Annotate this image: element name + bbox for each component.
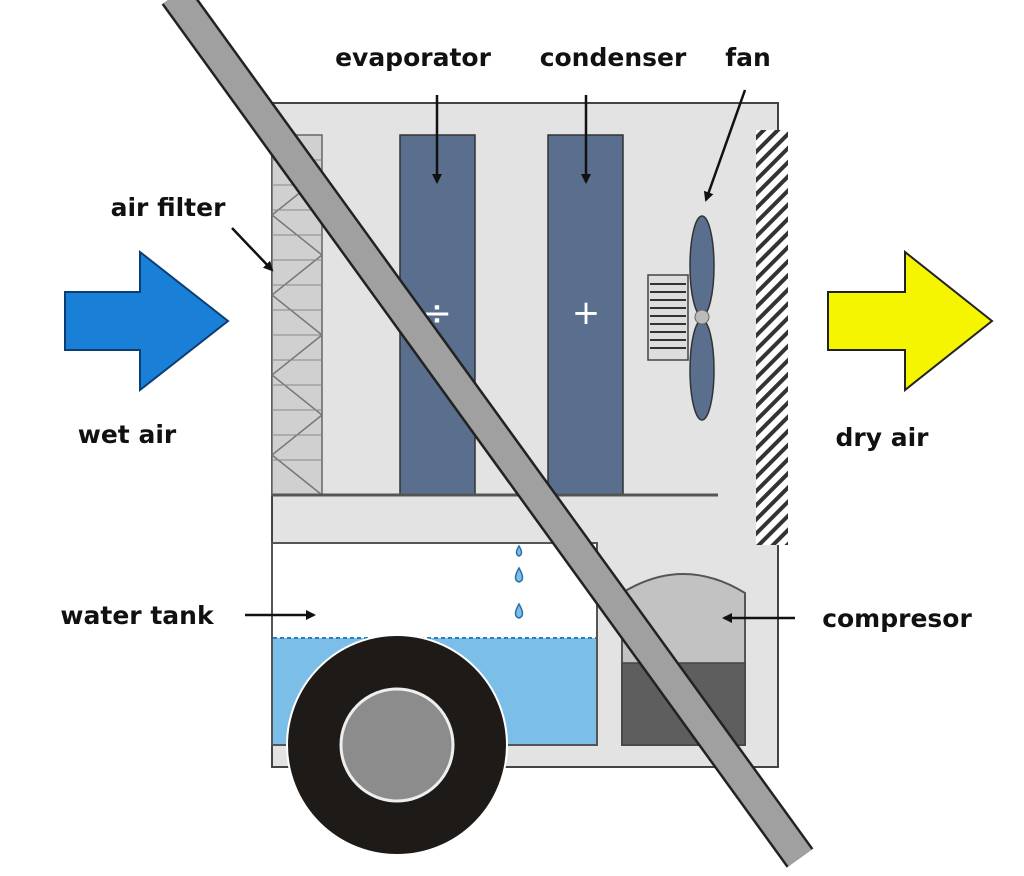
exhaust-grille <box>756 130 788 545</box>
condenser-symbol: + <box>572 293 601 333</box>
air-filter-pointer <box>231 227 274 272</box>
air-filter-label: air filter <box>111 193 226 222</box>
water-drops <box>514 544 524 619</box>
fan-pointer <box>703 89 747 202</box>
dry-air-arrow <box>827 249 994 393</box>
fan-motor <box>647 274 689 361</box>
compressor-label: compresor <box>822 604 972 633</box>
wet-air-label: wet air <box>78 420 177 449</box>
fan <box>647 215 715 421</box>
evaporator-label: evaporator <box>335 43 492 72</box>
water-tank-label: water tank <box>60 601 215 630</box>
fan-label: fan <box>725 43 771 72</box>
wet-air-arrow <box>64 249 230 393</box>
diagonal-bar <box>161 0 814 868</box>
condenser-coil <box>547 134 624 496</box>
pointer-arrows <box>231 89 795 623</box>
dry-air-label: dry air <box>836 423 930 452</box>
condenser-label: condenser <box>540 43 687 72</box>
wheel <box>286 634 508 856</box>
